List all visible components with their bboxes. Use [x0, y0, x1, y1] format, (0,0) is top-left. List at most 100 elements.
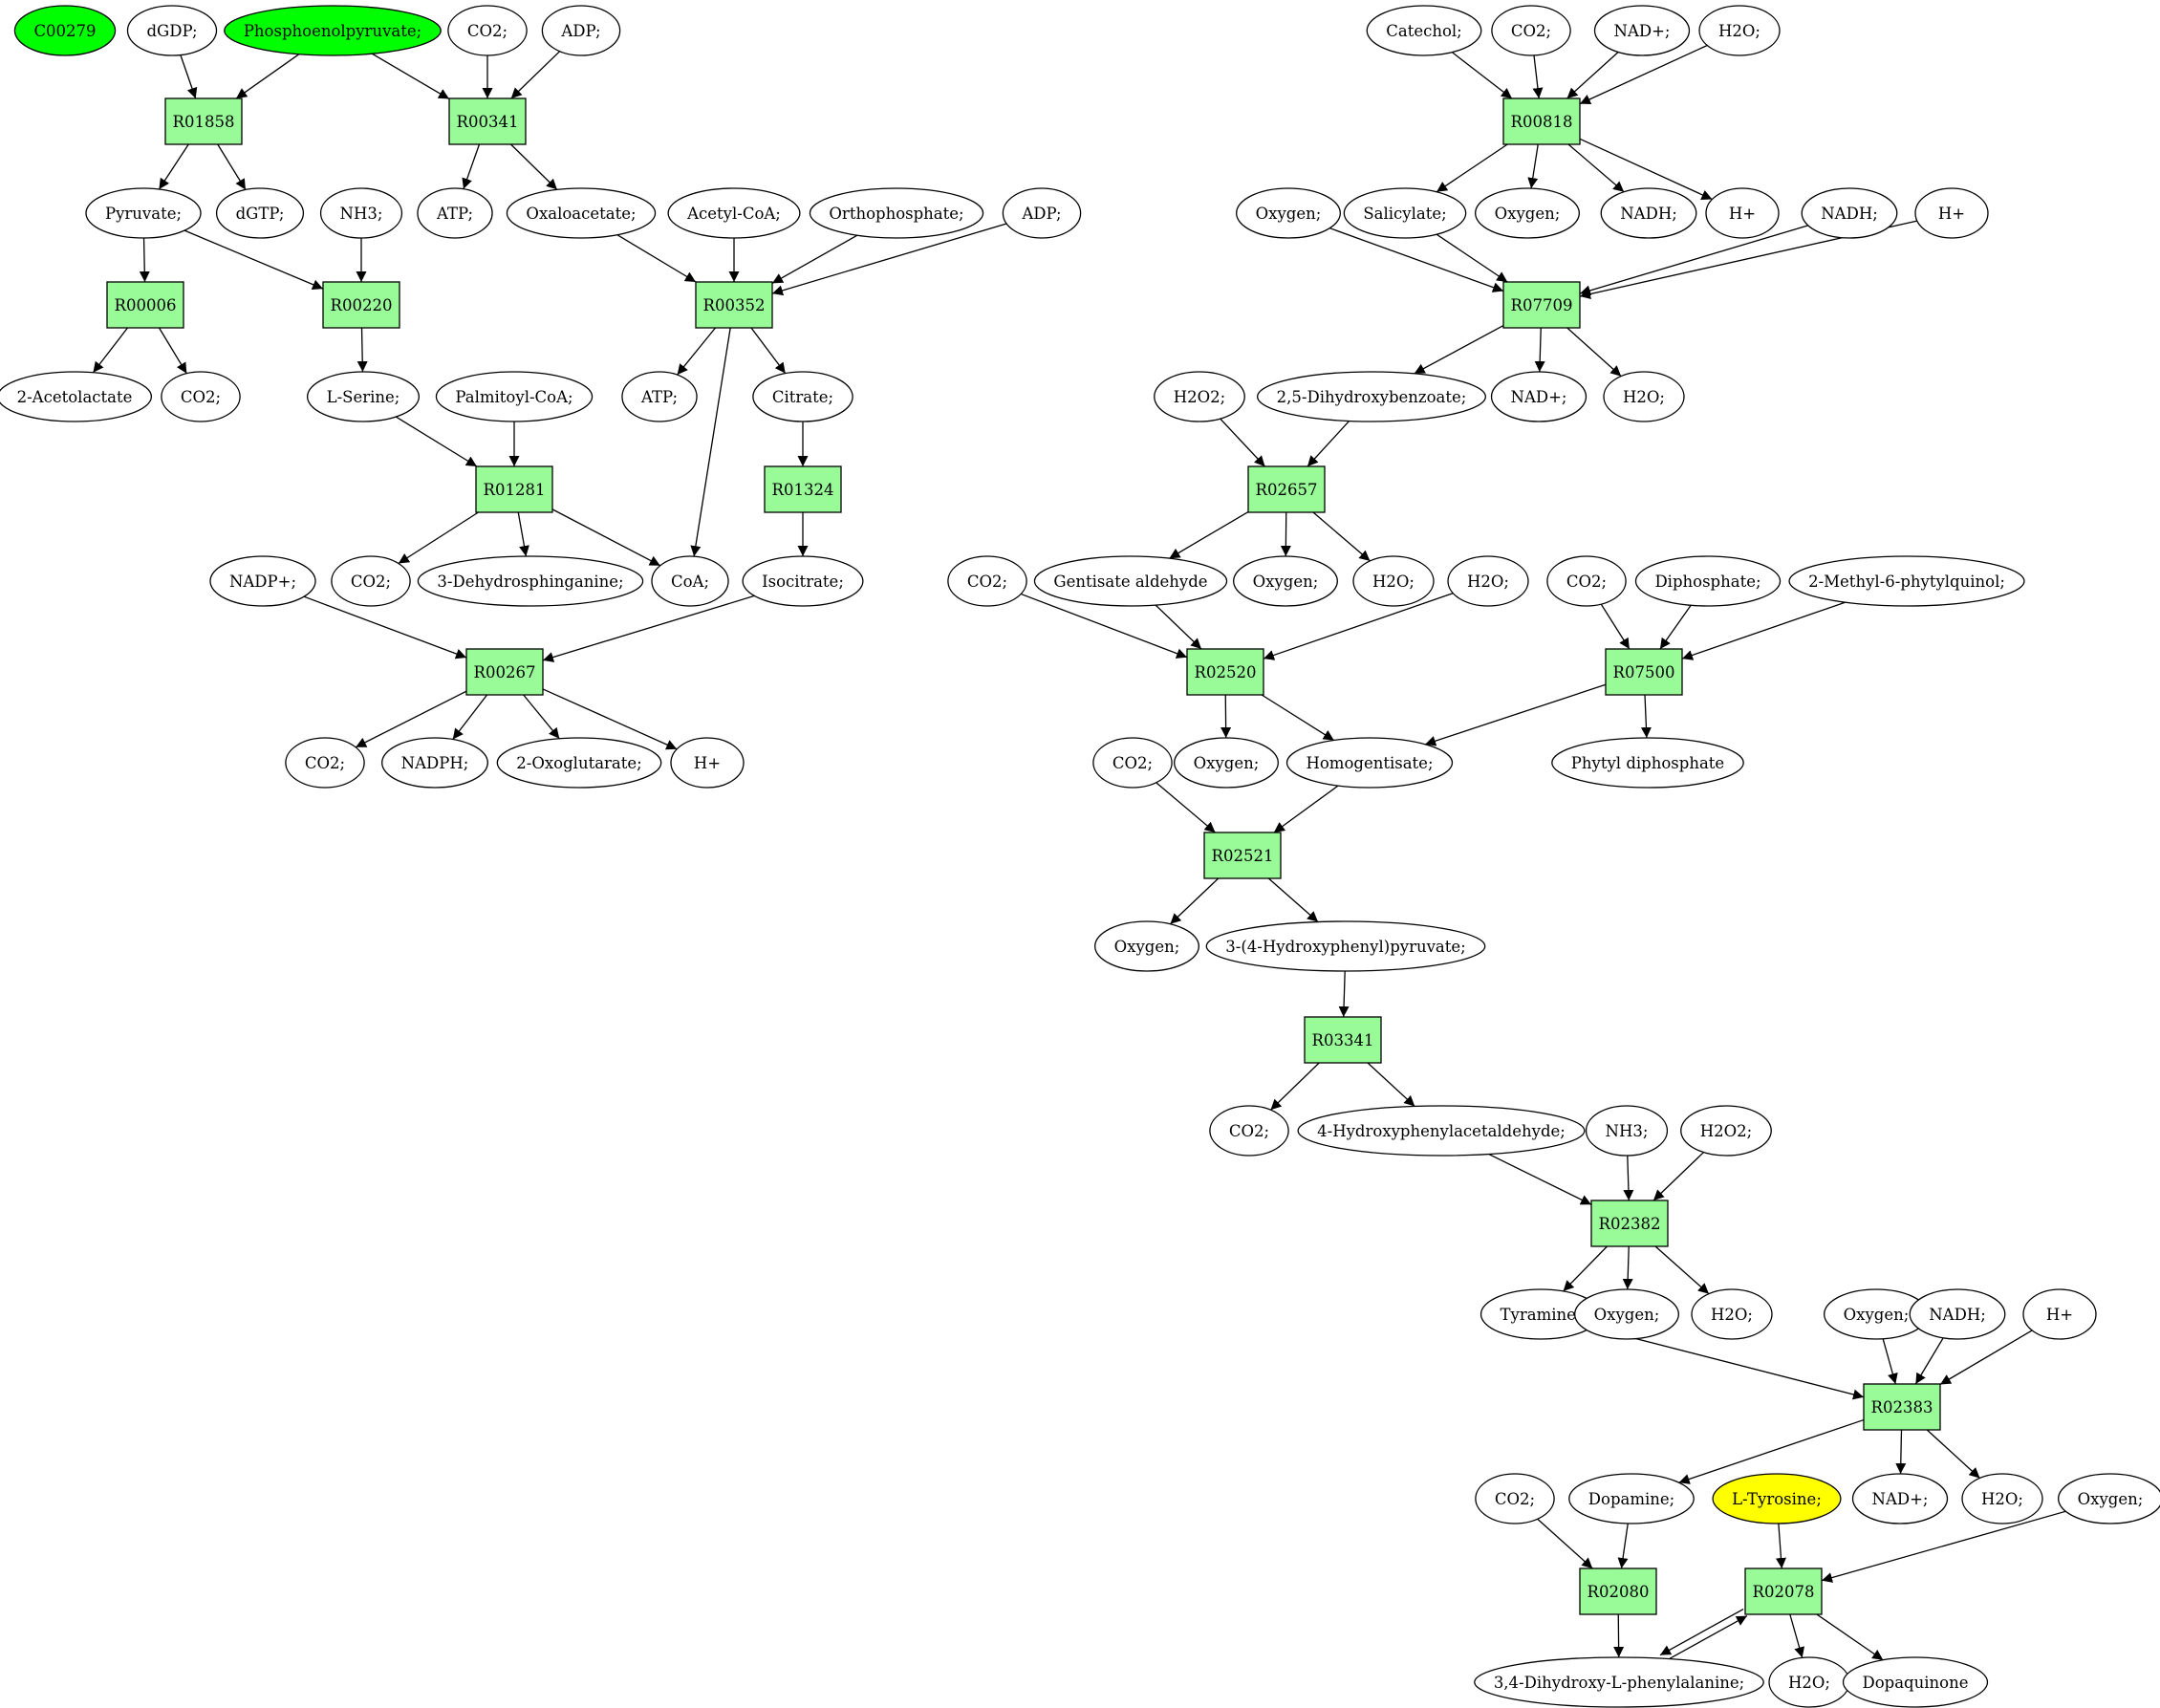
compound-node[interactable]: CO2; [1546, 555, 1627, 607]
reaction-node-r02657[interactable]: R02657 [1247, 465, 1326, 513]
compound-node[interactable]: 3-(4-Hydroxyphenyl)pyruvate; [1205, 920, 1486, 972]
compound-node[interactable]: Oxygen; [1094, 920, 1199, 972]
compound-node[interactable]: NADH; [1801, 187, 1898, 239]
compound-node[interactable]: Oxygen; [1475, 187, 1580, 239]
compound-node[interactable]: Isocitrate; [742, 555, 864, 607]
compound-node[interactable]: 2-Oxoglutarate; [496, 737, 662, 789]
compound-node[interactable]: Homogentisate; [1285, 737, 1454, 789]
compound-ellipse [1574, 1288, 1679, 1340]
compound-node[interactable]: ATP; [621, 371, 698, 422]
compound-node[interactable]: ADP; [1002, 187, 1082, 239]
compound-node[interactable]: Phytyl diphosphate [1551, 737, 1744, 789]
compound-node[interactable]: C00279 [13, 5, 117, 56]
reaction-node-r00341[interactable]: R00341 [448, 97, 527, 145]
compound-node[interactable]: NH3; [1585, 1105, 1669, 1157]
compound-node[interactable]: CO2; [947, 555, 1027, 607]
compound-node[interactable]: 2-Methyl-6-phytylquinol; [1788, 555, 2025, 607]
compound-node[interactable]: H2O; [1447, 555, 1529, 607]
compound-node[interactable]: Oxaloacetate; [506, 187, 657, 239]
compound-node[interactable]: NAD+; [1851, 1473, 1949, 1524]
reaction-node-r01324[interactable]: R01324 [764, 465, 842, 513]
reaction-node-r02520[interactable]: R02520 [1186, 648, 1264, 696]
reaction-box [1502, 281, 1581, 329]
compound-node[interactable]: H2O; [1691, 1288, 1773, 1340]
compound-node[interactable]: CoA; [651, 555, 729, 607]
reaction-node-r02383[interactable]: R02383 [1863, 1383, 1941, 1431]
reaction-node-r00220[interactable]: R00220 [322, 281, 400, 329]
compound-node[interactable]: NADP+; [209, 555, 316, 607]
compound-node[interactable]: NADPH; [381, 737, 488, 789]
compound-node[interactable]: Oxygen; [1236, 187, 1341, 239]
compound-label: H2O2; [1700, 1122, 1752, 1140]
compound-node[interactable]: ADP; [541, 5, 621, 56]
compound-node[interactable]: dGTP; [215, 187, 305, 239]
reaction-node-r03341[interactable]: R03341 [1304, 1016, 1382, 1064]
compound-node[interactable]: CO2; [331, 555, 411, 607]
compound-node[interactable]: NH3; [319, 187, 403, 239]
compound-node[interactable]: Catechol; [1366, 5, 1482, 56]
compound-node[interactable]: H+ [1705, 187, 1780, 239]
compound-node[interactable]: dGDP; [126, 5, 218, 56]
compound-node[interactable]: H+ [2022, 1288, 2097, 1340]
compound-node[interactable]: H2O2; [1154, 371, 1245, 422]
reaction-node-r02382[interactable]: R02382 [1590, 1200, 1669, 1247]
reaction-node-r00818[interactable]: R00818 [1502, 97, 1581, 145]
reaction-node-r07709[interactable]: R07709 [1502, 281, 1581, 329]
compound-node[interactable]: Citrate; [752, 371, 853, 422]
reaction-node-r00006[interactable]: R00006 [106, 281, 184, 329]
compound-node[interactable]: Oxygen; [1574, 1288, 1679, 1340]
compound-node[interactable]: NAD+; [1490, 371, 1588, 422]
reaction-node-r02080[interactable]: R02080 [1579, 1567, 1657, 1615]
compound-node[interactable]: Pyruvate; [85, 187, 202, 239]
compound-node[interactable]: H+ [670, 737, 745, 789]
compound-node[interactable]: 2,5-Dihydroxybenzoate; [1257, 371, 1486, 422]
compound-node[interactable]: Dopaquinone [1842, 1656, 1989, 1708]
compound-node[interactable]: CO2; [1475, 1473, 1555, 1524]
compound-label: NADH; [1929, 1306, 1986, 1324]
reaction-node-r02521[interactable]: R02521 [1203, 832, 1282, 879]
compound-node[interactable]: Orthophosphate; [809, 187, 984, 239]
compound-node[interactable]: Oxygen; [2058, 1473, 2160, 1524]
compound-node[interactable]: 3,4-Dihydroxy-L-phenylalanine; [1474, 1656, 1764, 1708]
compound-node[interactable]: Oxygen; [1174, 737, 1279, 789]
compound-node[interactable]: NADH; [1600, 187, 1697, 239]
reaction-node-r01858[interactable]: R01858 [164, 97, 243, 145]
compound-node[interactable]: CO2; [285, 737, 365, 789]
compound-node[interactable]: NAD+; [1593, 5, 1691, 56]
reaction-node-r00352[interactable]: R00352 [695, 281, 773, 329]
compound-node[interactable]: Phosphoenolpyruvate; [224, 5, 442, 56]
compound-label: Acetyl-CoA; [686, 205, 781, 223]
reaction-node-r01281[interactable]: R01281 [475, 465, 553, 513]
reaction-node-r07500[interactable]: R07500 [1605, 648, 1683, 696]
compound-node[interactable]: H2O; [1961, 1473, 2043, 1524]
compound-node[interactable]: H2O; [1603, 371, 1685, 422]
compound-node[interactable]: H2O; [1768, 1656, 1850, 1708]
compound-node[interactable]: CO2; [161, 371, 241, 422]
compound-node[interactable]: Gentisate aldehyde [1033, 555, 1228, 607]
compound-node[interactable]: Dopamine; [1568, 1473, 1695, 1524]
compound-node[interactable]: Palmitoyl-CoA; [435, 371, 594, 422]
compound-node[interactable]: 4-Hydroxyphenylacetaldehyde; [1297, 1105, 1586, 1157]
compound-node[interactable]: H2O2; [1680, 1105, 1772, 1157]
compound-ellipse [496, 737, 662, 789]
compound-node[interactable]: CO2; [447, 5, 528, 56]
compound-node[interactable]: 2-Acetolactate [0, 371, 153, 422]
compound-node[interactable]: Oxygen; [1824, 1288, 1929, 1340]
compound-node[interactable]: Oxygen; [1233, 555, 1338, 607]
compound-node[interactable]: CO2; [1491, 5, 1571, 56]
compound-node[interactable]: H+ [1914, 187, 1989, 239]
compound-node[interactable]: ATP; [417, 187, 493, 239]
reaction-node-r00267[interactable]: R00267 [465, 648, 544, 696]
compound-node[interactable]: CO2; [1209, 1105, 1289, 1157]
compound-node[interactable]: Diphosphate; [1634, 555, 1782, 607]
compound-node[interactable]: CO2; [1092, 737, 1173, 789]
compound-node[interactable]: NADH; [1909, 1288, 2006, 1340]
compound-node[interactable]: Salicylate; [1343, 187, 1467, 239]
compound-node[interactable]: H2O; [1352, 555, 1435, 607]
compound-node[interactable]: H2O; [1698, 5, 1781, 56]
reaction-node-r02078[interactable]: R02078 [1744, 1567, 1823, 1615]
compound-node[interactable]: Acetyl-CoA; [667, 187, 801, 239]
compound-node[interactable]: L-Tyrosine; [1712, 1473, 1842, 1524]
compound-node[interactable]: 3-Dehydrosphinganine; [417, 555, 644, 607]
compound-node[interactable]: L-Serine; [306, 371, 421, 422]
